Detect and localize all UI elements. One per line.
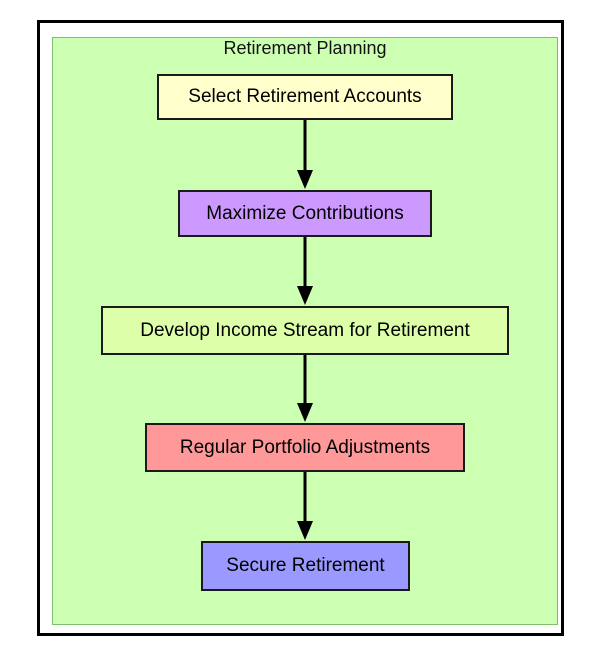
node-label: Secure Retirement xyxy=(226,555,385,576)
node-regular-portfolio-adjustments: Regular Portfolio Adjustments xyxy=(145,423,465,472)
node-secure-retirement: Secure Retirement xyxy=(201,541,410,591)
node-select-retirement-accounts: Select Retirement Accounts xyxy=(157,74,453,120)
node-label: Select Retirement Accounts xyxy=(188,86,422,107)
node-label: Regular Portfolio Adjustments xyxy=(179,436,431,458)
cluster-title: Retirement Planning xyxy=(223,38,387,58)
node-label: Develop Income Stream for Retirement xyxy=(140,319,470,341)
node-develop-income-stream: Develop Income Stream for Retirement xyxy=(101,306,509,355)
node-label: Maximize Contributions xyxy=(206,202,404,224)
node-maximize-contributions: Maximize Contributions xyxy=(178,190,432,237)
